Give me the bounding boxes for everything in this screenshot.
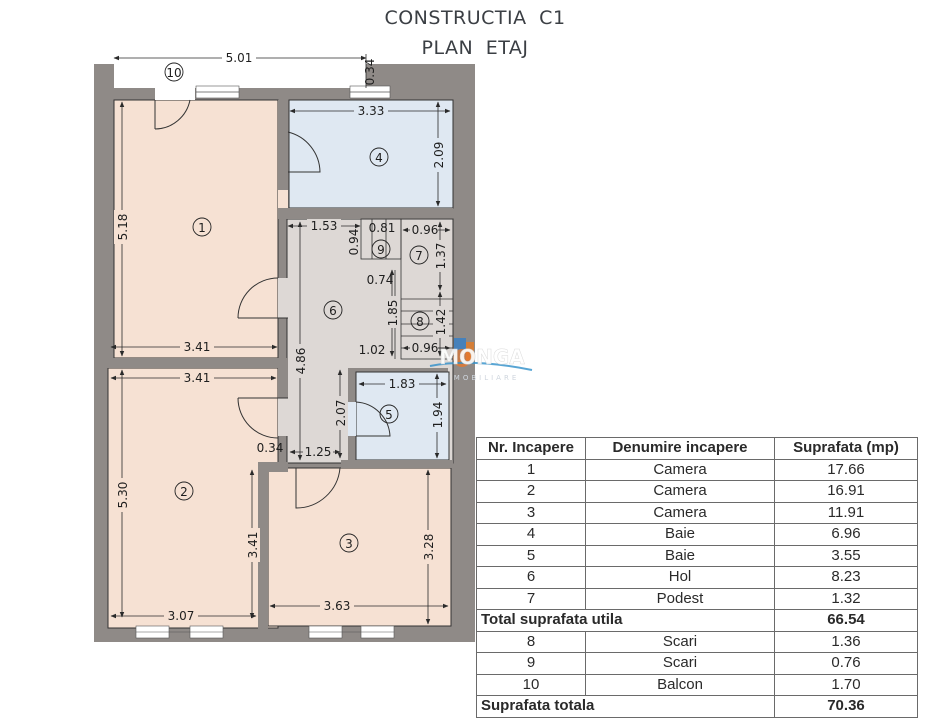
table-header-row: Nr. Incapere Denumire incapere Suprafata…: [476, 437, 918, 460]
plan-subtitle: PLAN ETAJ: [421, 37, 529, 59]
col-name: Denumire incapere: [585, 437, 775, 460]
room-label-7: 7: [415, 249, 423, 263]
svg-text:3.07: 3.07: [168, 609, 195, 623]
svg-text:1.85: 1.85: [386, 300, 400, 327]
dimension-labels: 5.01 0.34 3.33 2.09 5.18 3.41 3.41 5.30 …: [114, 51, 449, 623]
room-2: [107, 367, 279, 629]
svg-text:3.41: 3.41: [184, 340, 211, 354]
svg-text:1.83: 1.83: [389, 377, 416, 391]
svg-text:1.37: 1.37: [434, 243, 448, 270]
room-label-3: 3: [345, 537, 353, 551]
plan-title: CONSTRUCTIA C1: [384, 7, 566, 29]
svg-text:0.94: 0.94: [347, 229, 361, 256]
svg-text:0.74: 0.74: [367, 273, 394, 287]
room-label-10: 10: [166, 66, 181, 80]
door-swings: [154, 99, 391, 509]
svg-text:0.81: 0.81: [369, 221, 396, 235]
area-table: Nr. Incapere Denumire incapere Suprafata…: [476, 437, 918, 718]
svg-text:1.42: 1.42: [434, 309, 448, 336]
svg-text:0.34: 0.34: [363, 59, 377, 86]
svg-text:5.30: 5.30: [116, 482, 130, 509]
room-label-8: 8: [416, 315, 424, 329]
svg-text:3.63: 3.63: [324, 599, 351, 613]
room-label-1: 1: [198, 221, 206, 235]
col-area: Suprafata (mp): [774, 437, 918, 460]
svg-text:5.18: 5.18: [116, 214, 130, 241]
svg-text:2.09: 2.09: [432, 142, 446, 169]
room-label-2: 2: [180, 485, 188, 499]
svg-text:3.33: 3.33: [358, 104, 385, 118]
room-label-9: 9: [377, 243, 385, 257]
svg-text:3.41: 3.41: [246, 532, 260, 559]
svg-text:4.86: 4.86: [294, 348, 308, 375]
svg-text:1.94: 1.94: [431, 402, 445, 429]
svg-text:1.53: 1.53: [311, 219, 338, 233]
col-nr: Nr. Incapere: [476, 437, 586, 460]
room-label-4: 4: [375, 151, 383, 165]
svg-text:3.28: 3.28: [422, 534, 436, 561]
room-label-6: 6: [329, 304, 337, 318]
room-1: [113, 99, 279, 359]
svg-text:0.34: 0.34: [257, 441, 284, 455]
room-labels: [164, 62, 430, 553]
svg-text:2.07: 2.07: [334, 400, 348, 427]
svg-text:1.25: 1.25: [305, 445, 332, 459]
svg-text:0.96: 0.96: [412, 223, 439, 237]
svg-text:0.96: 0.96: [412, 341, 439, 355]
svg-text:5.01: 5.01: [226, 51, 253, 65]
svg-text:1.02: 1.02: [359, 343, 386, 357]
svg-text:3.41: 3.41: [184, 371, 211, 385]
room-label-5: 5: [385, 408, 393, 422]
